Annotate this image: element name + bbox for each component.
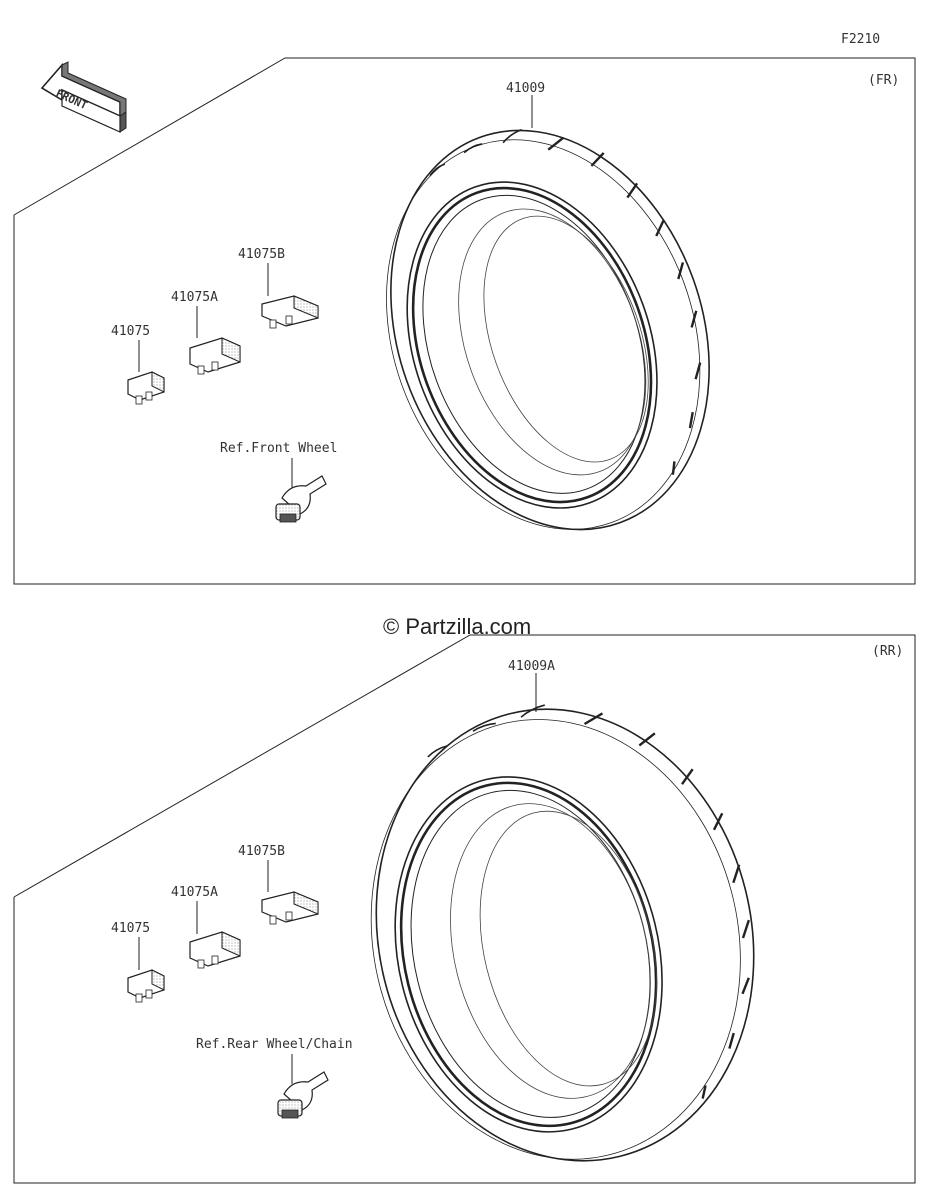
rear-section-label: (RR) <box>872 644 903 659</box>
front-weight-label-1: 41075 <box>111 324 150 339</box>
rear-tire-part-label: 41009A <box>508 659 555 674</box>
front-weight-41075B: 41075B <box>238 247 319 329</box>
front-valve-ref-label: Ref.Front Wheel <box>220 441 337 456</box>
front-weight-label-2: 41075A <box>171 290 218 305</box>
front-weight-label-3: 41075B <box>238 247 285 262</box>
rear-panel: (RR) 41009A 41075 <box>13 634 916 1184</box>
rear-weight-41075A: 41075A <box>171 885 241 969</box>
rear-weight-label-3: 41075B <box>238 844 285 859</box>
front-tire: 41009 <box>386 81 710 531</box>
rear-valve-ref-label: Ref.Rear Wheel/Chain <box>196 1037 353 1052</box>
front-tire-part-label: 41009 <box>506 81 545 96</box>
front-arrow-icon: FRONT <box>40 61 127 133</box>
rear-valve: Ref.Rear Wheel/Chain <box>196 1037 353 1119</box>
front-section-label: (FR) <box>868 73 899 88</box>
rear-weight-label-2: 41075A <box>171 885 218 900</box>
front-panel: (FR) 41009 41075 <box>13 57 916 585</box>
rear-weight-label-1: 41075 <box>111 921 150 936</box>
figure-id: F2210 <box>841 32 880 47</box>
rear-tire: 41009A <box>370 659 755 1162</box>
rear-weight-41075: 41075 <box>111 921 165 1003</box>
front-weight-41075: 41075 <box>111 324 165 405</box>
rear-weight-41075B: 41075B <box>238 844 319 925</box>
front-valve: Ref.Front Wheel <box>220 441 337 523</box>
front-weight-41075A: 41075A <box>171 290 241 375</box>
